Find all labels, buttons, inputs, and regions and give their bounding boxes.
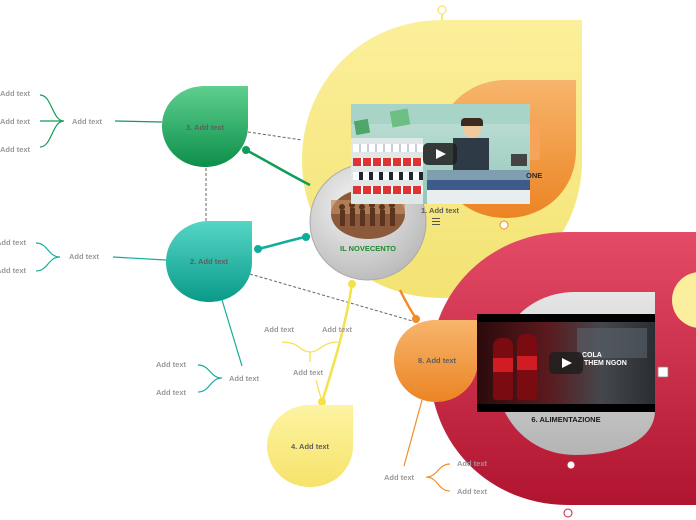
- leaf-teal-3[interactable]: Add text: [156, 360, 186, 369]
- leaf-teal-2[interactable]: Add text: [0, 266, 26, 275]
- play-button-market[interactable]: [423, 143, 457, 165]
- topic-2-shape[interactable]: [166, 221, 252, 302]
- topic-8-label: 8. Add text: [417, 356, 457, 365]
- collapse-handle-red-bottom[interactable]: [563, 508, 573, 518]
- collapse-handle-orange[interactable]: [499, 220, 509, 230]
- leaf-teal-1[interactable]: Add text: [0, 238, 26, 247]
- leaf-green-2[interactable]: Add text: [0, 117, 30, 126]
- topic-1-shape[interactable]: [162, 86, 248, 167]
- subtopic-yellow[interactable]: Add text: [293, 368, 323, 377]
- expand-icon[interactable]: [657, 366, 669, 378]
- topic-6-label: 6. ALIMENTAZIONE: [531, 415, 601, 424]
- topic-4-label: 4. Add text: [290, 442, 330, 451]
- topic-1-label: 3. Add text: [185, 123, 225, 132]
- leaf-teal-4[interactable]: Add text: [156, 388, 186, 397]
- video-market-thumbnail[interactable]: [351, 104, 530, 204]
- topic-8-shape[interactable]: [394, 320, 478, 402]
- leaf-orange-1[interactable]: Add text: [457, 459, 487, 468]
- topic-4-shape[interactable]: [267, 405, 353, 487]
- note-icon[interactable]: [432, 218, 440, 225]
- central-topic-label: IL NOVECENTO: [340, 244, 396, 253]
- subtopic-teal[interactable]: Add text: [69, 252, 99, 261]
- subtopic-green[interactable]: Add text: [72, 117, 102, 126]
- topic-orange-top-label: ONE: [526, 171, 543, 180]
- leaf-yellow-2[interactable]: Add text: [322, 325, 352, 334]
- collapse-handle-top[interactable]: [437, 5, 447, 15]
- play-button-cola[interactable]: [549, 352, 583, 374]
- collapse-handle-gray[interactable]: [566, 460, 576, 470]
- leaf-green-1[interactable]: Add text: [0, 89, 30, 98]
- video-cola-thumbnail[interactable]: COLA THEM NGON: [477, 314, 655, 412]
- video-cola-caption-1: COLA: [582, 352, 602, 359]
- video-cola-caption-2: THEM NGON: [584, 360, 627, 367]
- subtopic-orange[interactable]: Add text: [384, 473, 414, 482]
- leaf-green-3[interactable]: Add text: [0, 145, 30, 154]
- topic-3-label: 1. Add text: [420, 206, 460, 215]
- topic-2-label: 2. Add text: [189, 257, 229, 266]
- leaf-orange-2[interactable]: Add text: [457, 487, 487, 496]
- subtopic-teal-2[interactable]: Add text: [229, 374, 259, 383]
- leaf-yellow-1[interactable]: Add text: [264, 325, 294, 334]
